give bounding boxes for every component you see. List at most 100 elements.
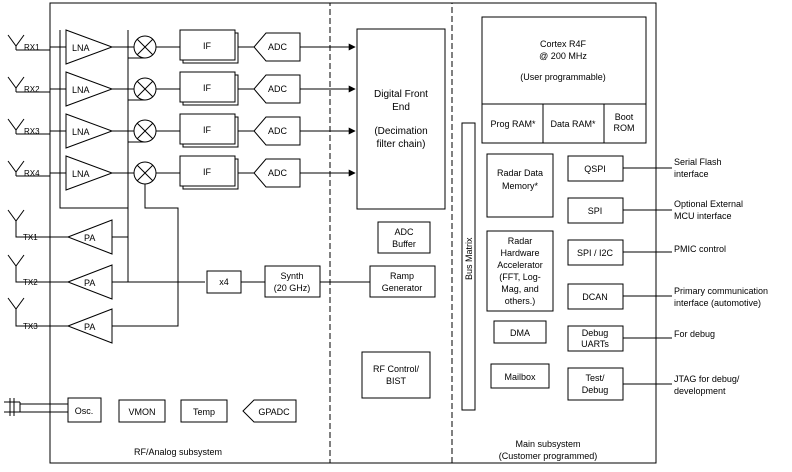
digital-front-end-block [356, 28, 446, 210]
adc-buffer-block [377, 221, 431, 254]
adc-buffer-line2: Buffer [392, 239, 416, 249]
temp-block [180, 399, 228, 423]
lna-label: LNA [72, 127, 90, 137]
dfe-line3: (Decimation [374, 126, 427, 137]
pa-label: PA [84, 322, 95, 332]
synth-line2: (20 GHz) [274, 283, 311, 293]
if-label: IF [203, 83, 212, 93]
qspi-label: QSPI [584, 164, 606, 174]
tx-antenna-icon [7, 209, 68, 327]
dfe-line2: End [392, 102, 410, 113]
ext-jtag-line1: JTAG for debug/ [674, 374, 740, 384]
rdm-line1: Radar Data [497, 168, 543, 178]
lna-amplifier-1 [65, 29, 114, 65]
test-debug-line1: Test/ [585, 373, 605, 383]
boot-rom-line1: Boot [615, 112, 634, 122]
ramp-generator-block [369, 265, 436, 298]
ext-dcan-line1: Primary communication [674, 286, 768, 296]
main-subsystem-label: Main subsystem [515, 439, 580, 449]
main-subsystem-sublabel: (Customer programmed) [499, 451, 598, 461]
if-block-3 [179, 113, 236, 145]
prog-ram-label: Prog RAM* [490, 119, 536, 129]
rf-analog-subsystem-label: RF/Analog subsystem [134, 447, 222, 457]
ext-spi-line2: MCU interface [674, 211, 732, 221]
ext-pmic: PMIC control [674, 244, 726, 254]
adc-label: ADC [268, 42, 288, 52]
debug-uarts-block [567, 325, 624, 352]
rf-control-bist-block [361, 351, 431, 399]
ext-qspi-line1: Serial Flash [674, 157, 722, 167]
data-ram-label: Data RAM* [550, 119, 596, 129]
qspi-block [567, 155, 624, 182]
adc-label: ADC [268, 84, 288, 94]
vmon-block [118, 399, 166, 423]
rx-chains: RX1 RX2 RX3 RX4 LNA IF ADC LNA IF ADC [7, 29, 356, 325]
gpadc-label: GPADC [258, 407, 290, 417]
lna-amplifier-2 [65, 71, 114, 107]
lna-label: LNA [72, 85, 90, 95]
rx1-label: RX1 [24, 43, 40, 52]
hwa-line2: Hardware [500, 248, 539, 258]
adc-buffer-line1: ADC [394, 227, 414, 237]
spi-block [567, 197, 624, 224]
bus-matrix-block [461, 122, 476, 411]
vmon-label: VMON [129, 407, 156, 417]
mailbox-label: Mailbox [504, 372, 536, 382]
x4-label: x4 [219, 277, 229, 287]
synth-line1: Synth [280, 271, 303, 281]
temp-label: Temp [193, 407, 215, 417]
cortex-line3: (User programmable) [520, 72, 606, 82]
if-label: IF [203, 167, 212, 177]
if-block-4 [179, 155, 236, 187]
rf-control-line2: BIST [386, 376, 407, 386]
adc-label: ADC [268, 168, 288, 178]
debug-uarts-line2: UARTs [581, 339, 609, 349]
rx-antenna-icon [7, 34, 50, 177]
radar-data-memory-block [486, 153, 554, 218]
pa-label: PA [84, 278, 95, 288]
dma-label: DMA [510, 328, 530, 338]
lna-amplifier-3 [65, 113, 114, 149]
tx3-label: TX3 [23, 322, 38, 331]
rx3-label: RX3 [24, 127, 40, 136]
spi-label: SPI [588, 206, 603, 216]
tx2-label: TX2 [23, 278, 38, 287]
debug-uarts-line1: Debug [582, 328, 609, 338]
if-label: IF [203, 41, 212, 51]
rf-control-line1: RF Control/ [373, 364, 420, 374]
boot-rom-line2: ROM [614, 123, 635, 133]
dma-block [493, 320, 547, 344]
dfe-line1: Digital Front [374, 89, 428, 100]
ext-qspi-line2: interface [674, 169, 709, 179]
hwa-line1: Radar [508, 236, 533, 246]
tx-chains: TX1 TX2 TX3 PA PA PA [7, 209, 205, 344]
lna-label: LNA [72, 43, 90, 53]
test-debug-line2: Debug [582, 385, 609, 395]
spi-i2c-block [567, 239, 624, 266]
rx2-label: RX2 [24, 85, 40, 94]
pa-label: PA [84, 233, 95, 243]
osc-label: Osc. [75, 406, 94, 416]
dfe-line4: filter chain) [377, 139, 426, 150]
mailbox-block [490, 363, 550, 389]
adc-label: ADC [268, 126, 288, 136]
hwa-line3: Accelerator [497, 260, 543, 270]
dcan-label: DCAN [582, 292, 608, 302]
tx1-label: TX1 [23, 233, 38, 242]
ext-spi-line1: Optional External [674, 199, 743, 209]
oscillator-block [67, 397, 102, 423]
synth-block [264, 265, 321, 298]
cortex-r4f-block [481, 16, 647, 144]
cortex-line1: Cortex R4F [540, 39, 587, 49]
bus-matrix-label: Bus Matrix [464, 237, 474, 280]
rx4-label: RX4 [24, 169, 40, 178]
if-label: IF [203, 125, 212, 135]
hwa-line4: (FFT, Log- [499, 272, 541, 282]
ext-debug: For debug [674, 329, 715, 339]
hwa-line5: Mag, and [501, 284, 539, 294]
hwa-line6: others.) [505, 296, 536, 306]
radar-hardware-accelerator-block [486, 230, 554, 312]
rdm-line2: Memory* [502, 181, 539, 191]
ext-dcan-line2: interface (automotive) [674, 298, 761, 308]
